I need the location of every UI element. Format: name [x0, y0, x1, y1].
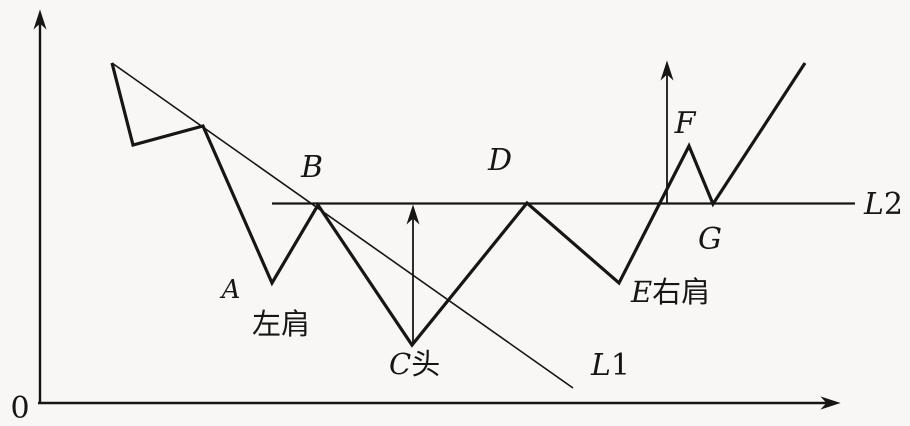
head-depth-arrow-arrowhead-icon [406, 204, 420, 225]
x-axis-arrowhead-icon [820, 396, 841, 410]
point-d-label: D [487, 143, 512, 178]
origin-label: 0 [10, 391, 29, 426]
point-e-right-shoulder-label: E右肩 [630, 275, 710, 309]
trendline-l1 [111, 62, 574, 389]
point-b-label: B [300, 150, 323, 185]
point-a-label: A [220, 275, 241, 305]
point-g-label: G [698, 222, 722, 257]
breakout-target-arrow-arrowhead-icon [660, 60, 674, 81]
point-f-label: F [674, 106, 697, 141]
y-axis-arrowhead-icon [33, 9, 47, 30]
trendline-l1-label: L1 [590, 348, 630, 383]
neckline-l2-label: L2 [863, 187, 903, 222]
point-c-head-label: C头 [389, 347, 440, 381]
left-shoulder-label: 左肩 [252, 307, 310, 341]
price-line [110, 62, 807, 348]
